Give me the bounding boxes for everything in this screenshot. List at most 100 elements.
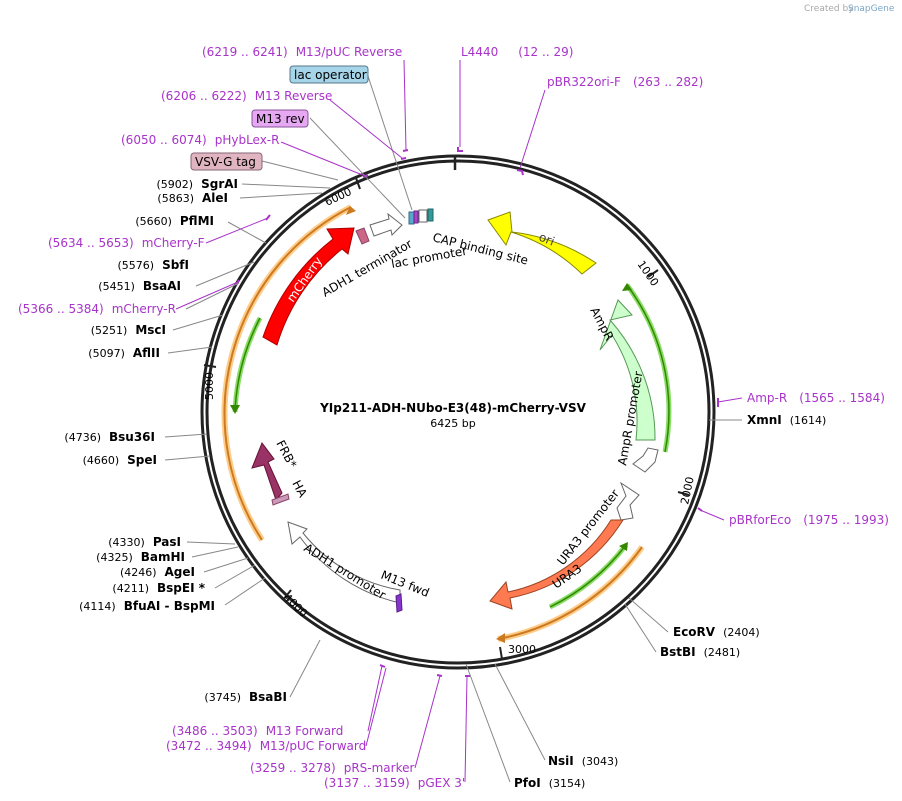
leader-sbfi [195, 261, 255, 287]
m13-fwd-mark [395, 593, 403, 613]
leader-sgrai [241, 183, 331, 189]
frb-label: FRB* [273, 438, 299, 471]
leader-pasi [186, 541, 236, 545]
green-arc-ampr [626, 284, 670, 453]
leader-mcherry-f [205, 217, 269, 244]
enzyme-label: (5097)AflII [88, 346, 160, 360]
primer-label: pBRforEco(1975 .. 1993) [729, 513, 889, 527]
leader-spei [164, 455, 211, 461]
green-arc-ura3 [549, 544, 627, 608]
ruler-tick [282, 589, 292, 601]
leader-mcherry-r [175, 281, 239, 310]
enzyme-label: (4114)BfuAI - BspMI [79, 599, 215, 613]
plasmid-backbone-outer [200, 154, 716, 670]
leader-nsii [494, 663, 546, 761]
feature-arrows [251, 208, 659, 613]
lac-promoter-mark [418, 209, 428, 223]
ha-mark [271, 493, 290, 506]
primer-mark-pbr322ori-f [516, 169, 524, 176]
m13-rev-box-label: M13 rev [256, 112, 305, 126]
enzyme-label: (4325)BamHI [96, 550, 185, 564]
lac-operator-box-label: lac operator [294, 68, 367, 82]
plasmid-backbone-inner [205, 159, 711, 665]
mcherry-arrow [262, 227, 355, 346]
leader-m13-forward [367, 665, 383, 732]
primer-label: (6050 .. 6074)pHybLex-R [121, 133, 279, 147]
enzyme-label: (5251)MscI [91, 323, 166, 337]
primer-label: (6206 .. 6222)M13 Reverse [161, 89, 332, 103]
mcherry-label: mCherry [284, 254, 325, 304]
primer-mark-m13-forward [379, 664, 386, 668]
m13-rev-mark [413, 210, 419, 224]
primer-label: Amp-R(1565 .. 1584) [747, 391, 885, 405]
ruler-tick [355, 177, 361, 190]
ampr-arrow [599, 299, 656, 441]
lac-operator-mark [408, 211, 415, 225]
ura3-promoter-arrow [616, 481, 640, 521]
enzyme-label: (5863)AleI [157, 191, 228, 205]
enzyme-labels-left: (3745)BsaBI (4114)BfuAI - BspMI (4211)Bs… [64, 177, 287, 704]
ruler-tick [203, 364, 217, 368]
primer-mark-m13-reverse [400, 157, 407, 160]
ruler-label-5000: 5000 [203, 372, 216, 400]
leader-m13-rev [309, 117, 406, 219]
enzyme-label: (4330)PasI [108, 535, 181, 549]
arrowhead [496, 633, 505, 643]
adh1-promoter-arrow [287, 521, 401, 604]
orf-arcs [221, 204, 672, 643]
leader-pgex [464, 675, 468, 783]
leader-prs-marker [414, 675, 441, 769]
arrowhead [619, 542, 628, 551]
primer-mark-mcherry-f [265, 214, 271, 221]
ori-arrow [487, 211, 597, 275]
vsvg-box [190, 152, 263, 171]
ruler-label-1000: 1000 [635, 258, 662, 288]
leader-m13-puc-reverse [403, 59, 407, 151]
frb-arrow [251, 441, 283, 501]
primer-labels: (6219 .. 6241)M13/pUC Reverse L4440(12 .… [18, 45, 889, 790]
enzyme-label: (4660)SpeI [83, 453, 157, 467]
ori-label: ori [537, 230, 557, 249]
primer-mark-m13-puc-reverse [402, 149, 409, 152]
primer-label: (3259 .. 3278)pRS-marker [250, 761, 414, 775]
boxed-labels: lac operator M13 rev VSV-G tag [190, 65, 369, 171]
primer-label: pBR322ori-F(263 .. 282) [547, 75, 703, 89]
enzyme-label: PfoI(3154) [514, 776, 585, 790]
adh1-terminator-mark [355, 227, 370, 245]
cap-site-mark [427, 208, 434, 222]
enzyme-label: (4211)BspEI * [112, 581, 205, 595]
ruler-label-2000: 2000 [678, 476, 697, 506]
feature-labels: ori AmpR AmpR promoter URA3 promoter URA… [273, 230, 645, 602]
enzyme-label: EcoRV(2404) [673, 625, 760, 639]
ha-label: HA [289, 478, 310, 500]
primer-mark-prs-marker [436, 674, 443, 677]
credit-prefix: Created by [804, 4, 854, 14]
arrowhead [346, 206, 356, 215]
enzyme-label: BstBI(2481) [660, 645, 740, 659]
enzyme-label: (5576)SbfI [118, 258, 190, 272]
enzyme-label: XmnI(1614) [747, 413, 826, 427]
leader-phyblex-r [280, 141, 366, 177]
enzyme-label: (5451)BsaAI [98, 279, 181, 293]
enzyme-label: (4246)AgeI [120, 565, 195, 579]
enzyme-labels-right: XmnI(1614) EcoRV(2404) BstBI(2481) NsiI(… [514, 413, 826, 790]
plasmid-name: YIp211-ADH-NUbo-E3(48)-mCherry-VSV [319, 401, 587, 415]
leader-m13-reverse [329, 99, 403, 159]
leader-bamhi [191, 546, 239, 558]
enzyme-label: (4736)Bsu36I [64, 430, 155, 444]
ruler-tick [499, 646, 503, 660]
primer-leaders [175, 59, 743, 783]
m13-rev-box [251, 109, 309, 128]
leader-bsaai [185, 282, 240, 310]
leader-pbr322ori-f [519, 89, 546, 169]
leader-bsu36i [164, 433, 208, 438]
plasmid-size: 6425 bp [430, 417, 475, 430]
adh1-promoter-label: ADH1 promoter [301, 541, 388, 603]
enzyme-label: (5660)PflMI [135, 214, 214, 228]
enzyme-label: (3745)BsaBI [204, 690, 287, 704]
vsvg-box-label: VSV-G tag [195, 155, 256, 169]
leader-ecorv [628, 597, 669, 633]
ruler-label-4000: 4000 [281, 591, 310, 620]
primer-label: (3486 .. 3503)M13 Forward [172, 724, 343, 738]
enzyme-label: (5902)SgrAI [157, 177, 238, 191]
